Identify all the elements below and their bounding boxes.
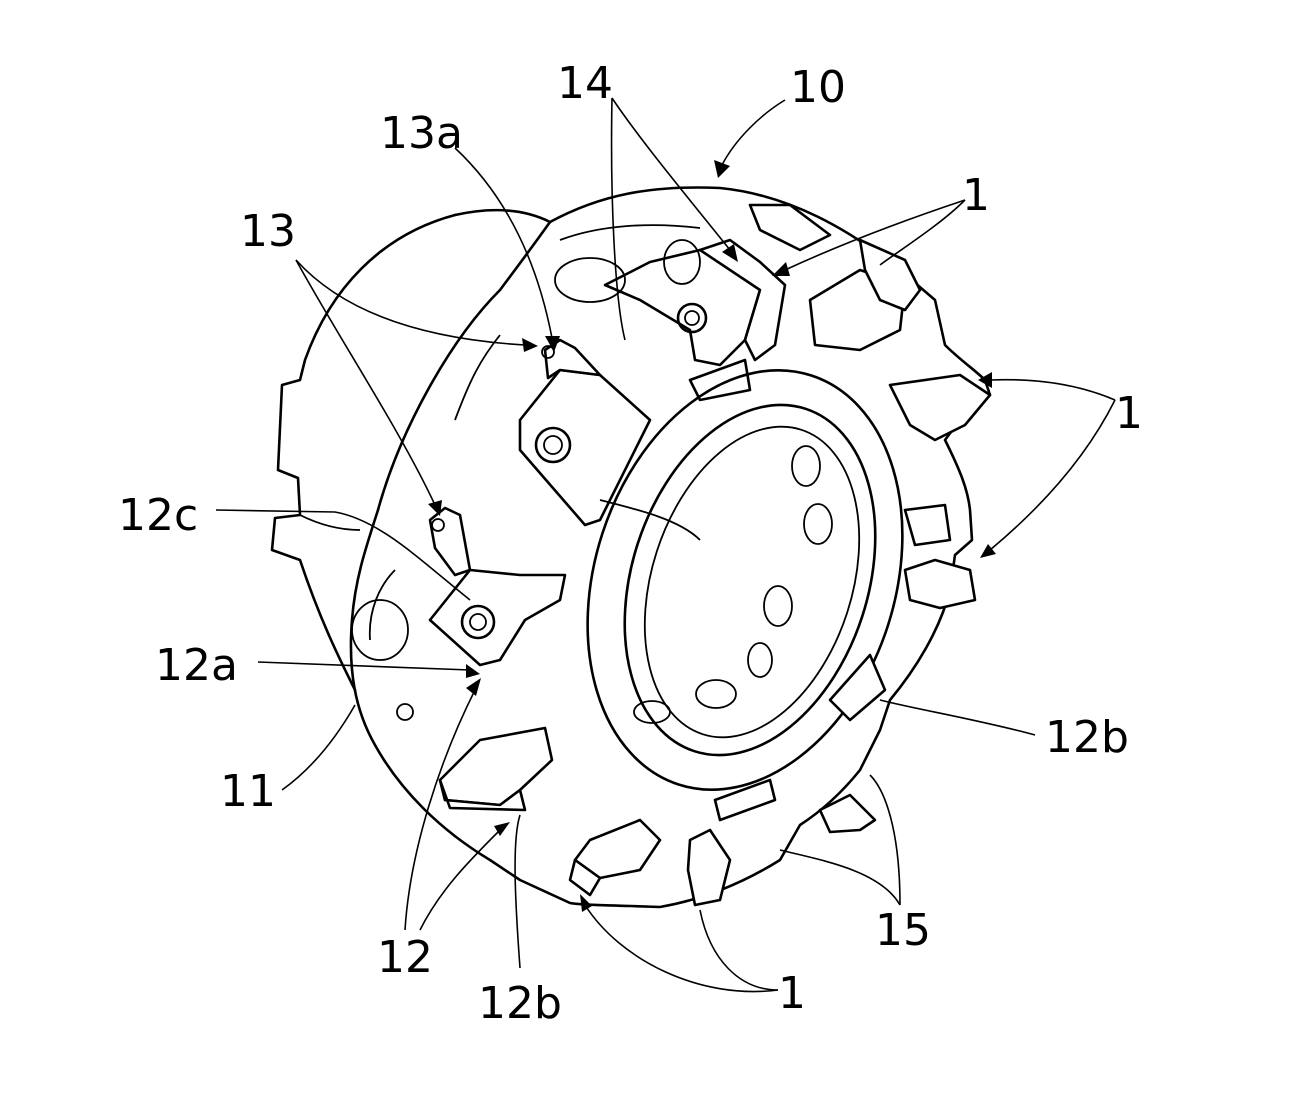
- label-13: 13: [240, 206, 296, 257]
- label-1-top: 1: [962, 170, 990, 221]
- insert-bottom-row: [570, 780, 775, 905]
- label-12c: 12c: [118, 490, 198, 541]
- label-12: 12: [377, 932, 433, 983]
- label-12b-bottom: 12b: [478, 978, 562, 1029]
- label-11: 11: [220, 766, 276, 817]
- label-12a: 12a: [155, 640, 238, 691]
- label-13a: 13a: [380, 108, 463, 159]
- leader-lines: [216, 98, 1115, 992]
- label-10: 10: [790, 62, 846, 113]
- label-1-bottom: 1: [778, 968, 806, 1019]
- hub-body: [272, 215, 455, 690]
- insert-seat-13: [520, 340, 650, 525]
- insert-right-row: [750, 205, 990, 832]
- label-14: 14: [557, 58, 613, 109]
- label-12b-right: 12b: [1045, 712, 1129, 763]
- insert-seat-12: [430, 508, 565, 665]
- cutter-drawing: [272, 187, 990, 907]
- label-15: 15: [875, 905, 931, 956]
- label-1-right: 1: [1115, 388, 1143, 439]
- insert-pocket-top: [605, 240, 785, 400]
- insert-lower-left: [397, 704, 552, 810]
